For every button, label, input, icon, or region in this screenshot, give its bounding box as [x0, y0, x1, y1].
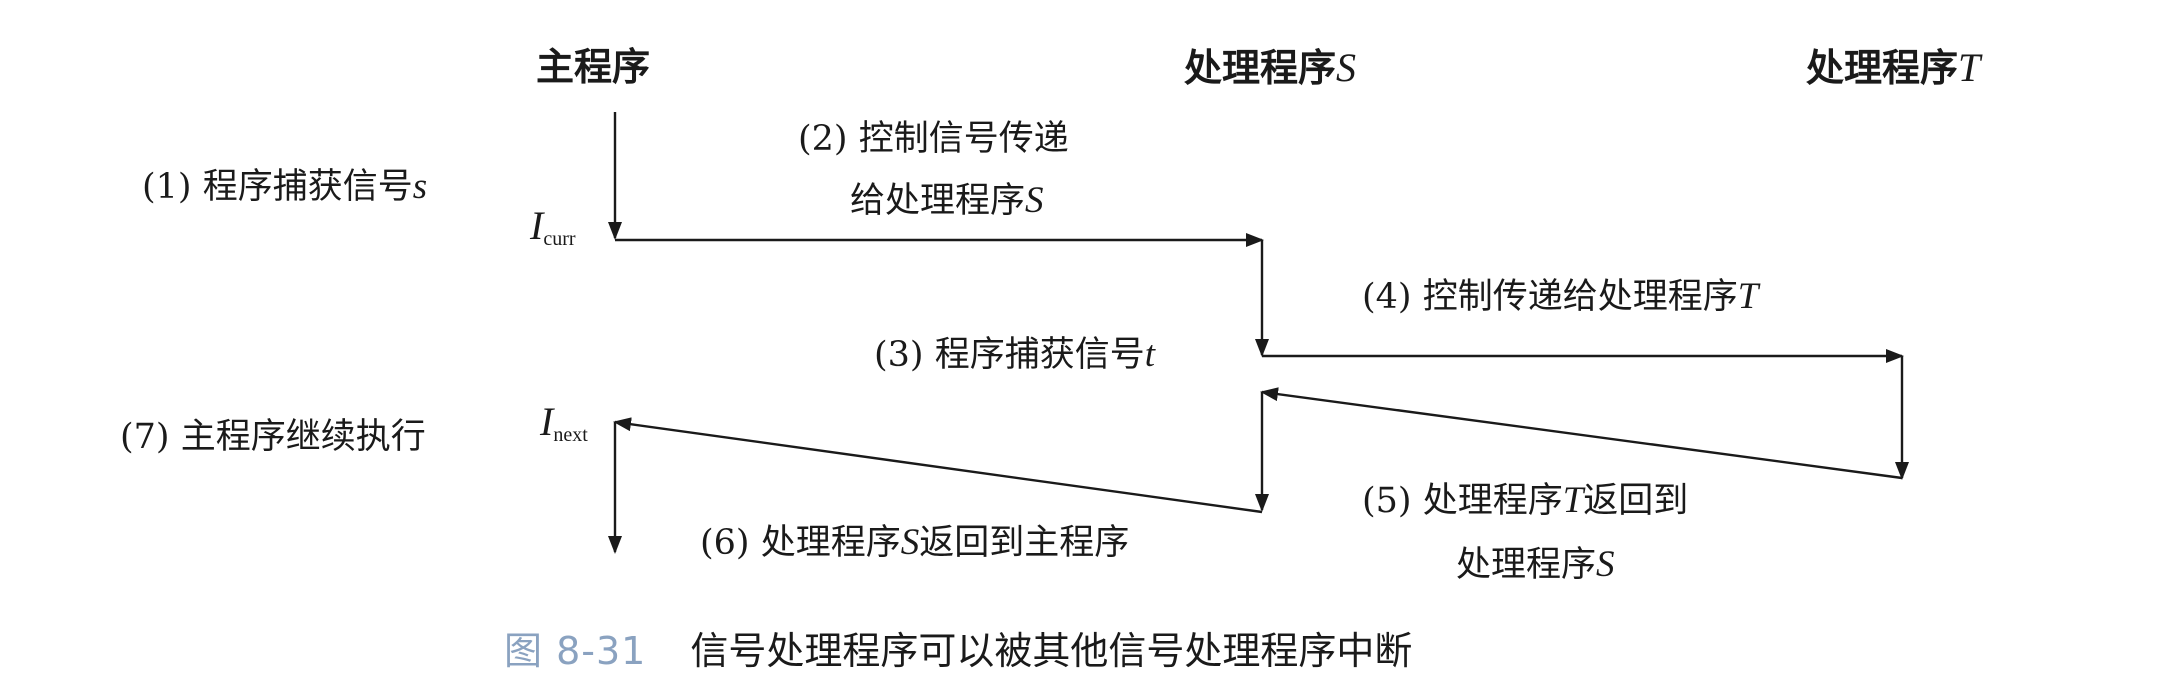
- step-2-label-line2: 给处理程序S: [850, 182, 1044, 219]
- step-2-label-line1: (2) 控制信号传递: [798, 119, 1069, 159]
- step-5-line2-var: S: [1596, 544, 1615, 585]
- return-to-handler-s-arrow: [1260, 387, 1903, 480]
- step-6-var: S: [900, 522, 920, 563]
- point-i-next: Inext: [540, 399, 588, 446]
- step-1-text: (1) 程序捕获信号: [142, 167, 413, 207]
- step-3-label: (3) 程序捕获信号t: [874, 336, 1155, 373]
- step-2-line2-text: 给处理程序: [850, 181, 1026, 221]
- heading-handler-t-text: 处理程序: [1806, 46, 1959, 90]
- figure-number: 图 8-31: [504, 629, 647, 673]
- step-5-label-line1: (5) 处理程序T返回到: [1362, 482, 1688, 519]
- step-5-text-before: (5) 处理程序: [1362, 481, 1563, 521]
- step-5-var: T: [1562, 480, 1584, 521]
- point-i-next-sub: next: [553, 424, 588, 446]
- step-3-var: t: [1144, 334, 1155, 375]
- step-5-text-after: 返回到: [1583, 481, 1689, 521]
- step-3-text: (3) 程序捕获信号: [874, 335, 1145, 375]
- step-5-label-line2: 处理程序S: [1456, 546, 1615, 583]
- heading-handler-s: 处理程序S: [1184, 48, 1356, 88]
- heading-handler-t: 处理程序T: [1806, 48, 1980, 88]
- point-i-curr-base: I: [530, 203, 544, 248]
- heading-handler-t-var: T: [1958, 45, 1981, 90]
- return-to-main-arrow: [613, 417, 1263, 514]
- step-1-var: s: [412, 166, 428, 207]
- step-6-label: (6) 处理程序S返回到主程序: [700, 524, 1129, 561]
- step-4-label: (4) 控制传递给处理程序T: [1362, 278, 1758, 315]
- step-6-text-before: (6) 处理程序: [700, 523, 901, 563]
- point-i-curr: Icurr: [530, 203, 576, 250]
- point-i-next-base: I: [540, 399, 554, 444]
- point-i-curr-sub: curr: [543, 228, 576, 250]
- step-4-var: T: [1737, 276, 1759, 317]
- heading-handler-s-var: S: [1336, 45, 1357, 90]
- figure-caption: 图 8-31 信号处理程序可以被其他信号处理程序中断: [504, 632, 1412, 670]
- step-4-text: (4) 控制传递给处理程序: [1362, 277, 1738, 317]
- step-7-label: (7) 主程序继续执行: [120, 417, 426, 457]
- step-2-line2-var: S: [1025, 180, 1044, 221]
- step-1-label: (1) 程序捕获信号s: [142, 168, 427, 205]
- heading-handler-s-text: 处理程序: [1184, 46, 1337, 90]
- step-6-text-after: 返回到主程序: [919, 523, 1130, 563]
- heading-main-program: 主程序: [536, 45, 651, 89]
- figure-caption-text: 信号处理程序可以被其他信号处理程序中断: [690, 629, 1413, 673]
- step-5-line2-text: 处理程序: [1456, 545, 1597, 585]
